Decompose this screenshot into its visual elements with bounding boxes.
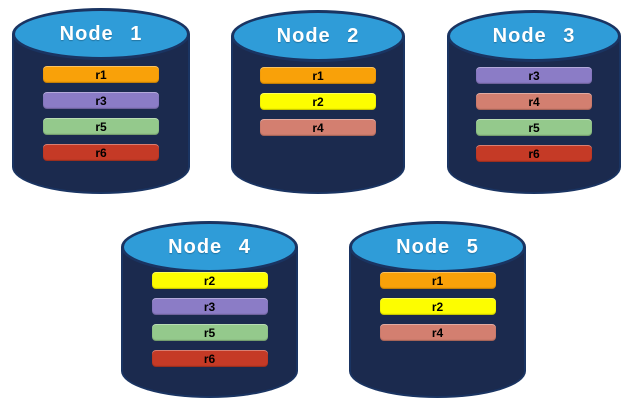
replica-label: r3 <box>95 93 107 108</box>
node-cylinder-5: Node 5 r1 r2 r4 <box>349 221 526 398</box>
cylinder-top: Node 3 <box>447 10 621 62</box>
replica-label: r3 <box>203 299 216 314</box>
replica-bar-r5: r5 <box>151 324 268 341</box>
replica-bar-r4: r4 <box>379 324 496 341</box>
cylinder-top: Node 1 <box>12 8 190 60</box>
node-cylinder-1: Node 1 r1 r3 r5 r6 <box>12 8 190 194</box>
replica-bar-r5: r5 <box>476 119 592 136</box>
replica-label: r1 <box>312 68 324 83</box>
replica-list: r1 r2 r4 <box>349 272 526 341</box>
cylinder-body <box>447 36 621 194</box>
replica-label: r1 <box>431 273 444 288</box>
replica-list: r1 r2 r4 <box>231 67 405 136</box>
replica-bar-r6: r6 <box>43 144 159 161</box>
replica-label: r3 <box>528 68 540 83</box>
replica-bar-r1: r1 <box>379 272 496 289</box>
replica-label: r4 <box>528 94 540 109</box>
replica-label: r4 <box>312 120 324 135</box>
replica-list: r3 r4 r5 r6 <box>447 67 621 162</box>
cylinder-top: Node 5 <box>349 221 526 273</box>
node-title: Node 3 <box>492 24 576 47</box>
replica-list: r1 r3 r5 r6 <box>12 66 190 161</box>
replica-list: r2 r3 r5 r6 <box>121 272 298 367</box>
node-title: Node 4 <box>168 235 251 258</box>
replica-bar-r3: r3 <box>43 92 159 109</box>
cylinder-body <box>231 36 405 194</box>
node-title: Node 5 <box>396 235 479 258</box>
replica-bar-r1: r1 <box>260 67 376 84</box>
replica-bar-r4: r4 <box>260 119 376 136</box>
node-title: Node 1 <box>59 22 143 45</box>
replica-bar-r2: r2 <box>151 272 268 289</box>
replica-bar-r4: r4 <box>476 93 592 110</box>
replica-bar-r2: r2 <box>260 93 376 110</box>
replica-bar-r3: r3 <box>151 298 268 315</box>
replica-bar-r6: r6 <box>476 145 592 162</box>
replica-label: r2 <box>431 299 444 314</box>
replica-bar-r6: r6 <box>151 350 268 367</box>
cylinder-top: Node 2 <box>231 10 405 62</box>
replica-label: r4 <box>431 325 444 340</box>
node-cylinder-2: Node 2 r1 r2 r4 <box>231 10 405 194</box>
replica-label: r2 <box>203 273 216 288</box>
replica-bar-r1: r1 <box>43 66 159 83</box>
node-cylinder-4: Node 4 r2 r3 r5 r6 <box>121 221 298 398</box>
replica-label: r6 <box>95 145 107 160</box>
replica-label: r1 <box>95 67 107 82</box>
replica-bar-r3: r3 <box>476 67 592 84</box>
cylinder-body <box>12 34 190 194</box>
replica-label: r5 <box>95 119 107 134</box>
replica-label: r2 <box>312 94 324 109</box>
replica-label: r5 <box>528 120 540 135</box>
replica-label: r5 <box>203 325 216 340</box>
node-title: Node 2 <box>276 24 360 47</box>
replica-bar-r5: r5 <box>43 118 159 135</box>
cylinder-top: Node 4 <box>121 221 298 273</box>
replica-label: r6 <box>203 351 216 366</box>
replica-label: r6 <box>528 146 540 161</box>
node-cylinder-3: Node 3 r3 r4 r5 r6 <box>447 10 621 194</box>
replica-bar-r2: r2 <box>379 298 496 315</box>
